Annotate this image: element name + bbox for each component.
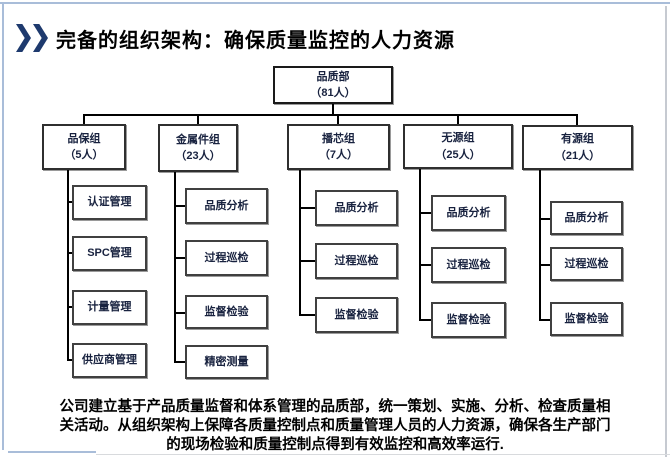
connector (67, 252, 74, 254)
connector (174, 172, 176, 363)
org-box-name: 播芯组 (322, 132, 355, 145)
org-box-leaf: 认证管理 (72, 185, 147, 220)
chevron-shape (16, 24, 31, 52)
org-box-label: 过程巡检 (204, 251, 249, 264)
org-box-label: 过程巡检 (446, 258, 491, 271)
footer-paragraph: 公司建立基于产品质量监督和体系管理的品质部，统一策划、实施、分析、检查质量相 关… (0, 398, 670, 455)
org-box-group: 有源组 （21人） (522, 125, 633, 170)
connector (337, 114, 339, 125)
org-box-leaf: 品质分析 (550, 201, 623, 235)
frame-bottom-blue-line (8, 451, 96, 453)
frame-right-line (665, 6, 667, 457)
org-box-group: 无源组 （25人） (403, 124, 513, 169)
org-box-label: 品质分析 (334, 201, 379, 214)
org-box-name: 品质部 (316, 70, 350, 83)
connector (67, 359, 74, 361)
connector (419, 264, 431, 266)
org-box-count: （7人） (318, 149, 359, 161)
org-box-leaf: 品质分析 (185, 188, 268, 224)
org-box-leaf: SPC管理 (72, 236, 147, 271)
connector (539, 319, 550, 321)
connector (576, 114, 578, 125)
connector (67, 201, 74, 203)
org-box-label: 过程巡检 (564, 257, 609, 270)
org-box-leaf: 供应商管理 (72, 343, 147, 378)
org-box-root: 品质部 （81人） (273, 66, 393, 104)
frame-bottom-gray-line (96, 454, 670, 455)
org-box-label: 监督检验 (204, 305, 249, 318)
org-box-leaf: 过程巡检 (315, 243, 398, 279)
org-box-count: （25人） (435, 148, 481, 161)
connector (539, 170, 541, 320)
slide-title: 完备的组织架构：确保质量监控的人力资源 (56, 29, 455, 52)
org-box-leaf: 过程巡检 (185, 240, 268, 276)
org-box-name: 金属件组 (176, 133, 220, 146)
connector (174, 257, 185, 259)
org-box-group: 品保组 （5人） (42, 124, 126, 170)
org-box-leaf: 监督检验 (550, 302, 623, 336)
org-box-label: 品质分析 (564, 211, 609, 224)
org-box-label: 品质分析 (446, 206, 491, 219)
connector (299, 314, 315, 316)
connector (539, 218, 550, 220)
connector (67, 170, 69, 360)
org-box-group: 播芯组 （7人） (287, 124, 390, 170)
org-box-label: 精密测量 (204, 355, 249, 368)
connector (197, 114, 199, 125)
org-box-label: 供应商管理 (82, 354, 137, 367)
connector (539, 264, 550, 266)
connector (174, 312, 185, 314)
connector (419, 319, 431, 321)
slide-header: 完备的组织架构：确保质量监控的人力资源 (16, 20, 455, 56)
connector (174, 361, 185, 363)
org-box-label: 品质分析 (204, 199, 249, 212)
org-box-name: 品保组 (67, 132, 101, 145)
org-box-label: 认证管理 (87, 196, 132, 209)
connector (299, 260, 315, 262)
org-box-leaf: 精密测量 (185, 345, 268, 379)
org-box-name: 无源组 (441, 132, 475, 144)
org-box-leaf: 监督检验 (315, 297, 398, 333)
org-box-leaf: 品质分析 (431, 195, 506, 231)
org-box-leaf: 监督检验 (185, 295, 268, 329)
footer-line: 关活动。从组织架构上保障各质量控制点和质量管理人员的人力资源，确保各生产部门 (59, 418, 611, 434)
double-chevron-icon (16, 24, 48, 52)
connector (174, 205, 185, 207)
connector (332, 104, 334, 115)
org-box-leaf: 品质分析 (315, 190, 398, 226)
org-box-label: 过程巡检 (334, 254, 379, 267)
footer-line: 的现场检验和质量控制点得到有效监控和高效率运行. (166, 437, 504, 453)
org-box-count: （23人） (175, 150, 221, 162)
org-box-count: （21人） (554, 149, 601, 162)
org-box-label: 监督检验 (564, 312, 609, 325)
org-box-label: SPC管理 (87, 247, 132, 260)
connector (299, 207, 315, 209)
org-chart: 品质部 （81人） 品保组 （5人） 金属件组 （23人） 播芯组 （7人） 无… (0, 64, 670, 396)
org-box-count: （5人） (64, 149, 104, 161)
connector (299, 170, 301, 316)
connector (419, 212, 431, 214)
org-box-group: 金属件组 （23人） (158, 124, 238, 172)
org-box-leaf: 监督检验 (431, 302, 506, 338)
frame-left-line (2, 2, 4, 450)
footer-line: 公司建立基于产品质量监督和体系管理的品质部，统一策划、实施、分析、检查质量相 (59, 399, 611, 415)
connector (83, 114, 578, 116)
org-box-count: （81人） (310, 87, 356, 99)
connector (419, 169, 421, 321)
chevron-shape (33, 24, 48, 52)
org-box-label: 监督检验 (446, 313, 491, 326)
connector (67, 306, 74, 308)
org-box-leaf: 过程巡检 (550, 247, 623, 281)
org-box-label: 计量管理 (87, 301, 132, 314)
frame-top-line (0, 2, 670, 4)
org-box-name: 有源组 (561, 133, 594, 145)
org-box-leaf: 过程巡检 (431, 247, 506, 283)
connector (457, 114, 459, 125)
connector (83, 114, 85, 125)
org-box-leaf: 计量管理 (72, 290, 147, 325)
org-box-label: 监督检验 (334, 308, 379, 321)
